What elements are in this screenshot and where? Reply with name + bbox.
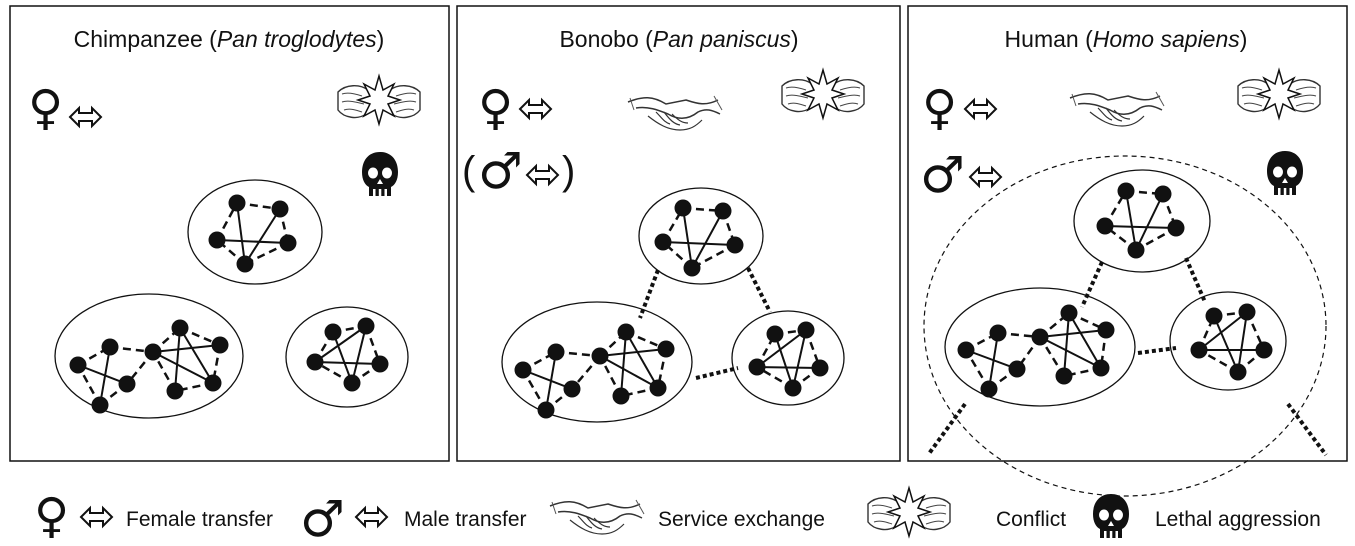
double-arrow-icon — [969, 167, 1002, 187]
community-group — [501, 301, 693, 423]
legend-conflict: Conflict — [996, 508, 1066, 531]
conflict-fists-icon — [1237, 69, 1321, 119]
handshake-icon — [1069, 91, 1165, 127]
conflict-fists-icon — [781, 69, 865, 119]
legend-male-transfer: Male transfer — [404, 508, 527, 531]
paren-open: ( — [462, 149, 476, 193]
double-arrow-icon — [519, 99, 552, 119]
conflict-fists-icon — [867, 487, 951, 537]
conflict-fists-icon — [337, 75, 421, 125]
double-arrow-icon — [964, 99, 997, 119]
female-symbol-icon: ♀ — [34, 488, 69, 544]
skull-icon — [1093, 494, 1129, 538]
community-group — [731, 310, 845, 406]
community-group — [638, 187, 764, 285]
paren-close: ) — [562, 149, 575, 193]
female-symbol-icon: ♀ — [478, 80, 513, 136]
community-group — [944, 287, 1136, 407]
double-arrow-icon — [526, 165, 559, 185]
legend-lethal-aggression: Lethal aggression — [1155, 508, 1321, 531]
panel-title-chimpanzee: Chimpanzee (Pan troglodytes) — [74, 26, 385, 52]
community-group — [1169, 291, 1287, 391]
community-group — [54, 293, 244, 419]
double-arrow-icon — [355, 507, 388, 527]
panel-human: Human (Homo sapiens) ♀ ♂ — [907, 5, 1348, 497]
society-boundary — [923, 155, 1327, 497]
male-symbol-icon: ♂ — [300, 490, 345, 546]
panel-title-human: Human (Homo sapiens) — [1005, 26, 1248, 52]
double-arrow-icon — [69, 107, 102, 127]
legend-service-exchange: Service exchange — [658, 508, 825, 531]
panel-chimpanzee: Chimpanzee (Pan troglodytes) ♀ — [9, 5, 450, 462]
panel-title-bonobo: Bonobo (Pan paniscus) — [559, 26, 798, 52]
legend: ♀ Female transfer ♂ Male transfer Servic… — [34, 487, 1321, 546]
community-group — [187, 179, 323, 285]
handshake-icon — [549, 499, 645, 535]
skull-icon — [1267, 151, 1303, 195]
skull-icon — [362, 152, 398, 196]
male-symbol-icon: ♂ — [920, 146, 965, 204]
panel-bonobo: Bonobo (Pan paniscus) ♀ ( ♂ ) — [456, 5, 901, 462]
community-group — [285, 306, 409, 408]
legend-female-transfer: Female transfer — [126, 508, 273, 531]
female-symbol-icon: ♀ — [28, 80, 63, 136]
handshake-icon — [627, 95, 723, 131]
male-symbol-icon: ♂ — [478, 142, 523, 200]
community-group — [1073, 169, 1211, 273]
female-symbol-icon: ♀ — [922, 80, 957, 136]
double-arrow-icon — [80, 507, 113, 527]
